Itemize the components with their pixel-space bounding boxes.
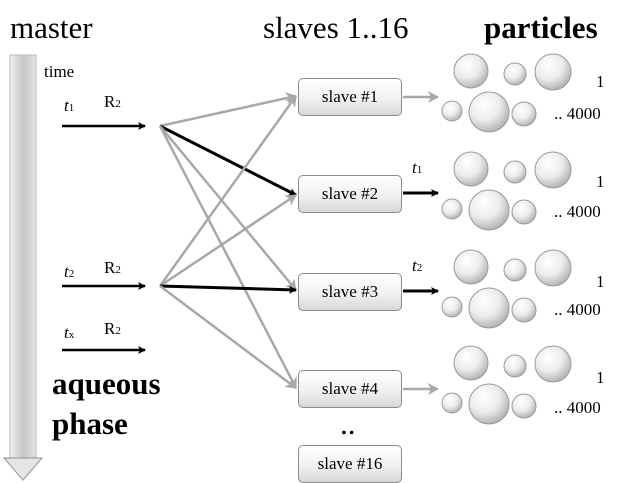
slave-box-1: slave #1 (298, 78, 402, 116)
particle-count-first-1: 1 (596, 72, 605, 91)
particle-1-1 (453, 53, 489, 89)
master-event-1-rate: R2 (104, 92, 121, 111)
fanout-arrow-1-3 (159, 125, 297, 291)
particle-3-5 (468, 287, 510, 329)
master-event-1: t1 (64, 96, 75, 115)
particle-2-4 (441, 198, 463, 220)
particle-4-6 (511, 393, 537, 419)
master-event-2-rate: R2 (104, 258, 121, 277)
particle-3-3 (534, 249, 572, 287)
particle-2-3 (534, 151, 572, 189)
particle-count-first-2: 1 (596, 172, 605, 191)
fanout-arrow-1-2 (159, 124, 297, 197)
particle-count-last-4: .. 4000 (554, 398, 601, 417)
slave-2-time-label: t1 (412, 158, 423, 177)
particle-4-3 (534, 345, 572, 383)
fanout-arrow-2-1 (158, 95, 298, 287)
master-time-arrowhead (2, 457, 44, 481)
slaves-header: slaves 1..16 (263, 10, 409, 45)
particle-1-4 (441, 100, 463, 122)
particle-4-1 (453, 345, 489, 381)
slave-3-time-label: t2 (412, 256, 423, 275)
slave-box-3: slave #3 (298, 273, 402, 311)
particle-3-4 (441, 296, 463, 318)
fanout-arrow-2-3 (159, 284, 297, 294)
slave-box-16: slave #16 (298, 445, 402, 483)
particle-2-6 (511, 199, 537, 225)
phase-label-line2: phase (52, 406, 128, 441)
time-label: time (44, 62, 75, 81)
master-event-x-rate: R2 (104, 319, 121, 338)
master-event-x: tx (64, 323, 75, 342)
particle-1-2 (503, 62, 527, 86)
particle-2-2 (503, 160, 527, 184)
master-header: master (10, 10, 93, 45)
master-event-2: t2 (64, 262, 75, 281)
slave-ellipsis: .. (340, 406, 356, 441)
particle-count-last-1: .. 4000 (554, 104, 601, 123)
particle-2-1 (453, 151, 489, 187)
master-time-bar (9, 54, 37, 461)
particle-count-last-3: .. 4000 (554, 300, 601, 319)
particle-3-2 (503, 258, 527, 282)
slave-box-2: slave #2 (298, 175, 402, 213)
particle-4-5 (468, 383, 510, 425)
slave-box-4: slave #4 (298, 370, 402, 408)
fanout-arrow-1-4 (158, 125, 298, 389)
fanout-arrow-1-1 (159, 92, 297, 128)
particle-3-6 (511, 297, 537, 323)
particle-1-5 (468, 91, 510, 133)
particle-1-6 (511, 101, 537, 127)
particle-2-5 (468, 189, 510, 231)
particle-count-first-3: 1 (596, 272, 605, 291)
particle-3-1 (453, 249, 489, 285)
particle-count-last-2: .. 4000 (554, 202, 601, 221)
fanout-arrow-2-2 (159, 193, 297, 288)
particle-count-first-4: 1 (596, 368, 605, 387)
particle-4-2 (503, 354, 527, 378)
phase-label-line1: aqueous (52, 366, 161, 401)
particles-header: particles (484, 10, 598, 45)
particle-4-4 (441, 392, 463, 414)
fanout-arrow-2-4 (159, 285, 297, 389)
particle-1-3 (534, 53, 572, 91)
